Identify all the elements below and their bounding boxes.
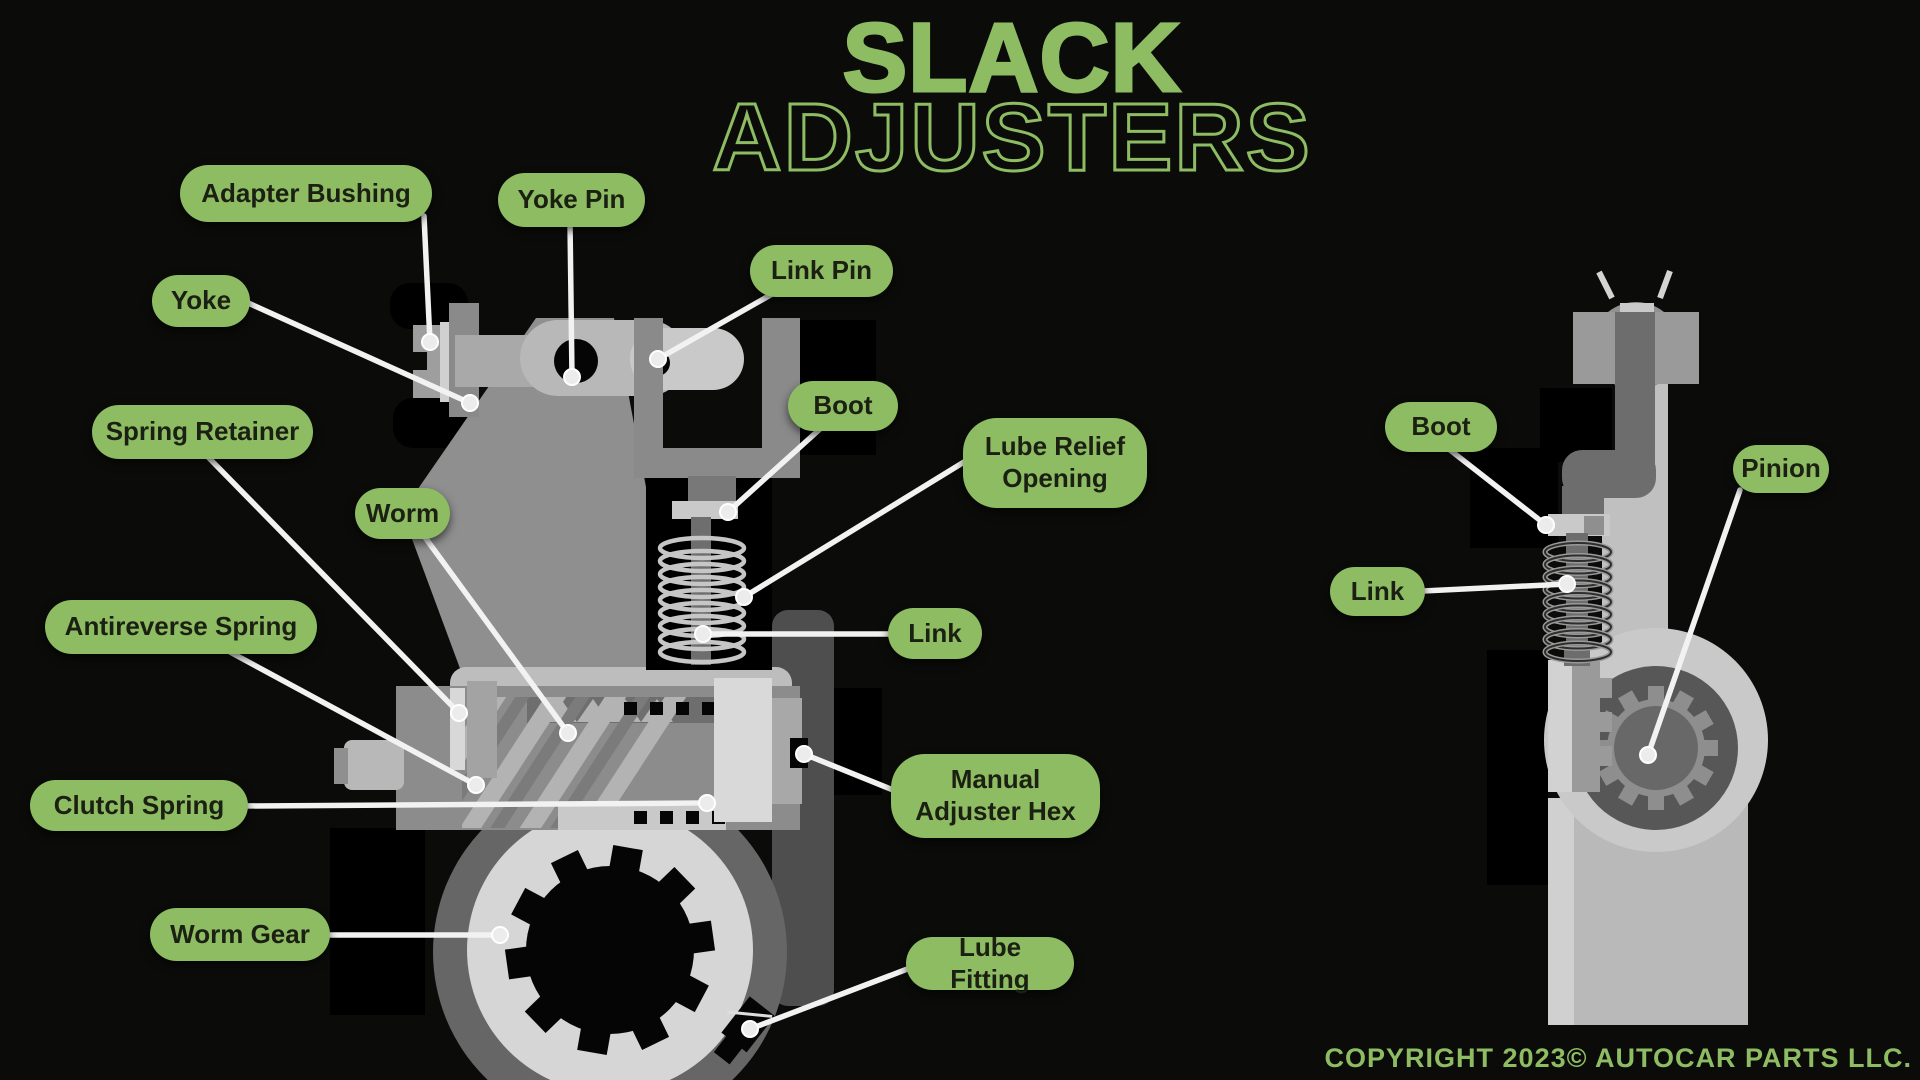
worm-gear bbox=[433, 775, 787, 1080]
label-text: Boot bbox=[813, 390, 873, 421]
leader-line-antireverse bbox=[227, 649, 479, 788]
label-text: Link bbox=[908, 617, 962, 648]
left-adjuster-illustration bbox=[330, 283, 882, 1080]
right-adjuster-illustration bbox=[1470, 269, 1768, 1025]
label-pill-lube-fitting: Lube Fitting bbox=[906, 932, 1074, 994]
adapter-bushing-part bbox=[440, 322, 449, 402]
label-pill-link: Link bbox=[888, 608, 982, 659]
leader-dot-manual-hex bbox=[795, 745, 813, 763]
leader-dot-antireverse bbox=[467, 776, 485, 794]
leader-dot-yoke-pin bbox=[563, 368, 581, 386]
leader-lines bbox=[205, 213, 1743, 1032]
leader-line-manual-hex bbox=[801, 751, 901, 795]
leader-line-adapter-bushing bbox=[421, 213, 433, 345]
leader-dot-pinion bbox=[1639, 746, 1657, 764]
leader-line-boot bbox=[725, 426, 823, 515]
label-text: Link bbox=[1350, 575, 1405, 606]
leader-dot-worm-gear bbox=[491, 926, 509, 944]
label-text: Yoke bbox=[170, 285, 232, 316]
label-pill-boot-r: Boot bbox=[1385, 402, 1497, 452]
leader-line-link-pin bbox=[655, 290, 777, 362]
leader-line-yoke-pin bbox=[567, 219, 575, 380]
leader-line-boot-right bbox=[1447, 447, 1549, 528]
leader-line-pinion bbox=[1645, 487, 1743, 758]
label-text: Boot bbox=[1411, 411, 1471, 442]
label-pill-link-pin: Link Pin bbox=[750, 245, 893, 297]
label-pill-worm-gear: Worm Gear bbox=[150, 908, 330, 961]
leader-dot-boot bbox=[719, 503, 737, 521]
label-pill-manual-adjuster-hex: Manual Adjuster Hex bbox=[891, 754, 1100, 838]
label-text: Spring Retainer bbox=[105, 416, 300, 447]
label-pill-antireverse-spring: Antireverse Spring bbox=[45, 600, 317, 654]
leader-dot-link-right bbox=[1558, 575, 1576, 593]
leader-dot-lube-fitting bbox=[741, 1020, 759, 1038]
leader-dot-clutch-spring bbox=[698, 794, 716, 812]
leader-line-worm bbox=[421, 533, 571, 736]
label-text: Clutch Spring bbox=[53, 789, 225, 820]
leader-dot-adapter-bushing bbox=[421, 333, 439, 351]
cotter-pin-right bbox=[1657, 269, 1673, 300]
link-spring-coil-right bbox=[1542, 540, 1614, 664]
leader-dot-yoke bbox=[461, 394, 479, 412]
worm-gear-spline bbox=[504, 844, 716, 1056]
label-pill-clutch-spring: Clutch Spring bbox=[30, 780, 248, 831]
leader-dot-link-pin bbox=[649, 350, 667, 368]
leader-dot-spring-retainer bbox=[450, 704, 468, 722]
label-text: Link Pin bbox=[770, 255, 873, 286]
boot-part-right bbox=[1548, 514, 1610, 536]
copyright-text: COPYRIGHT 2023© AUTOCAR PARTS LLC. bbox=[1324, 1043, 1912, 1073]
cotter-pin-left bbox=[1596, 270, 1615, 300]
label-pill-pinion: Pinion bbox=[1733, 445, 1829, 493]
leader-dot-worm bbox=[559, 724, 577, 742]
leader-dot-link bbox=[694, 625, 712, 643]
label-text: Yoke Pin bbox=[517, 184, 626, 215]
label-text: Lube Relief Opening bbox=[984, 431, 1126, 493]
leader-line-link-right bbox=[1420, 581, 1570, 594]
label-text: Adapter Bushing bbox=[201, 177, 411, 208]
label-pill-worm: Worm bbox=[355, 488, 450, 539]
leader-line-yoke bbox=[243, 299, 473, 406]
manual-adjuster-hex-part bbox=[714, 678, 808, 822]
yoke-arm bbox=[455, 320, 744, 396]
label-text: Lube Fitting bbox=[950, 931, 1030, 994]
label-pill-yoke-pin: Yoke Pin bbox=[498, 173, 645, 227]
label-pill-yoke: Yoke bbox=[152, 275, 250, 327]
label-pill-link-r: Link bbox=[1330, 567, 1425, 616]
leader-line-lube-fitting bbox=[747, 965, 913, 1032]
label-text: Antireverse Spring bbox=[64, 611, 298, 642]
stem-arm bbox=[1562, 312, 1656, 520]
label-pill-lube-relief-opening: Lube Relief Opening bbox=[963, 418, 1147, 508]
label-pill-adapter-bushing: Adapter Bushing bbox=[180, 165, 432, 222]
label-pill-spring-retainer: Spring Retainer bbox=[92, 405, 313, 459]
label-pill-boot: Boot bbox=[788, 381, 898, 431]
leader-line-lube-relief bbox=[741, 459, 967, 600]
leader-line-clutch-spring bbox=[242, 800, 710, 809]
leader-dot-boot-right bbox=[1537, 516, 1555, 534]
leader-line-spring-retainer bbox=[205, 454, 462, 716]
label-text: Manual Adjuster Hex bbox=[915, 764, 1076, 826]
label-text: Pinion bbox=[1741, 453, 1821, 484]
link-spring-coil bbox=[657, 535, 747, 665]
label-text: Worm bbox=[365, 497, 440, 528]
leader-dot-lube-relief bbox=[735, 588, 753, 606]
page-title: SLACK bbox=[841, 3, 1182, 112]
label-text: Worm Gear bbox=[170, 918, 310, 949]
spring-retainer-plate bbox=[450, 688, 465, 770]
page-subtitle: ADJUSTERS bbox=[711, 84, 1312, 191]
rack-part bbox=[1548, 660, 1612, 792]
leader-dots bbox=[421, 333, 1657, 1038]
